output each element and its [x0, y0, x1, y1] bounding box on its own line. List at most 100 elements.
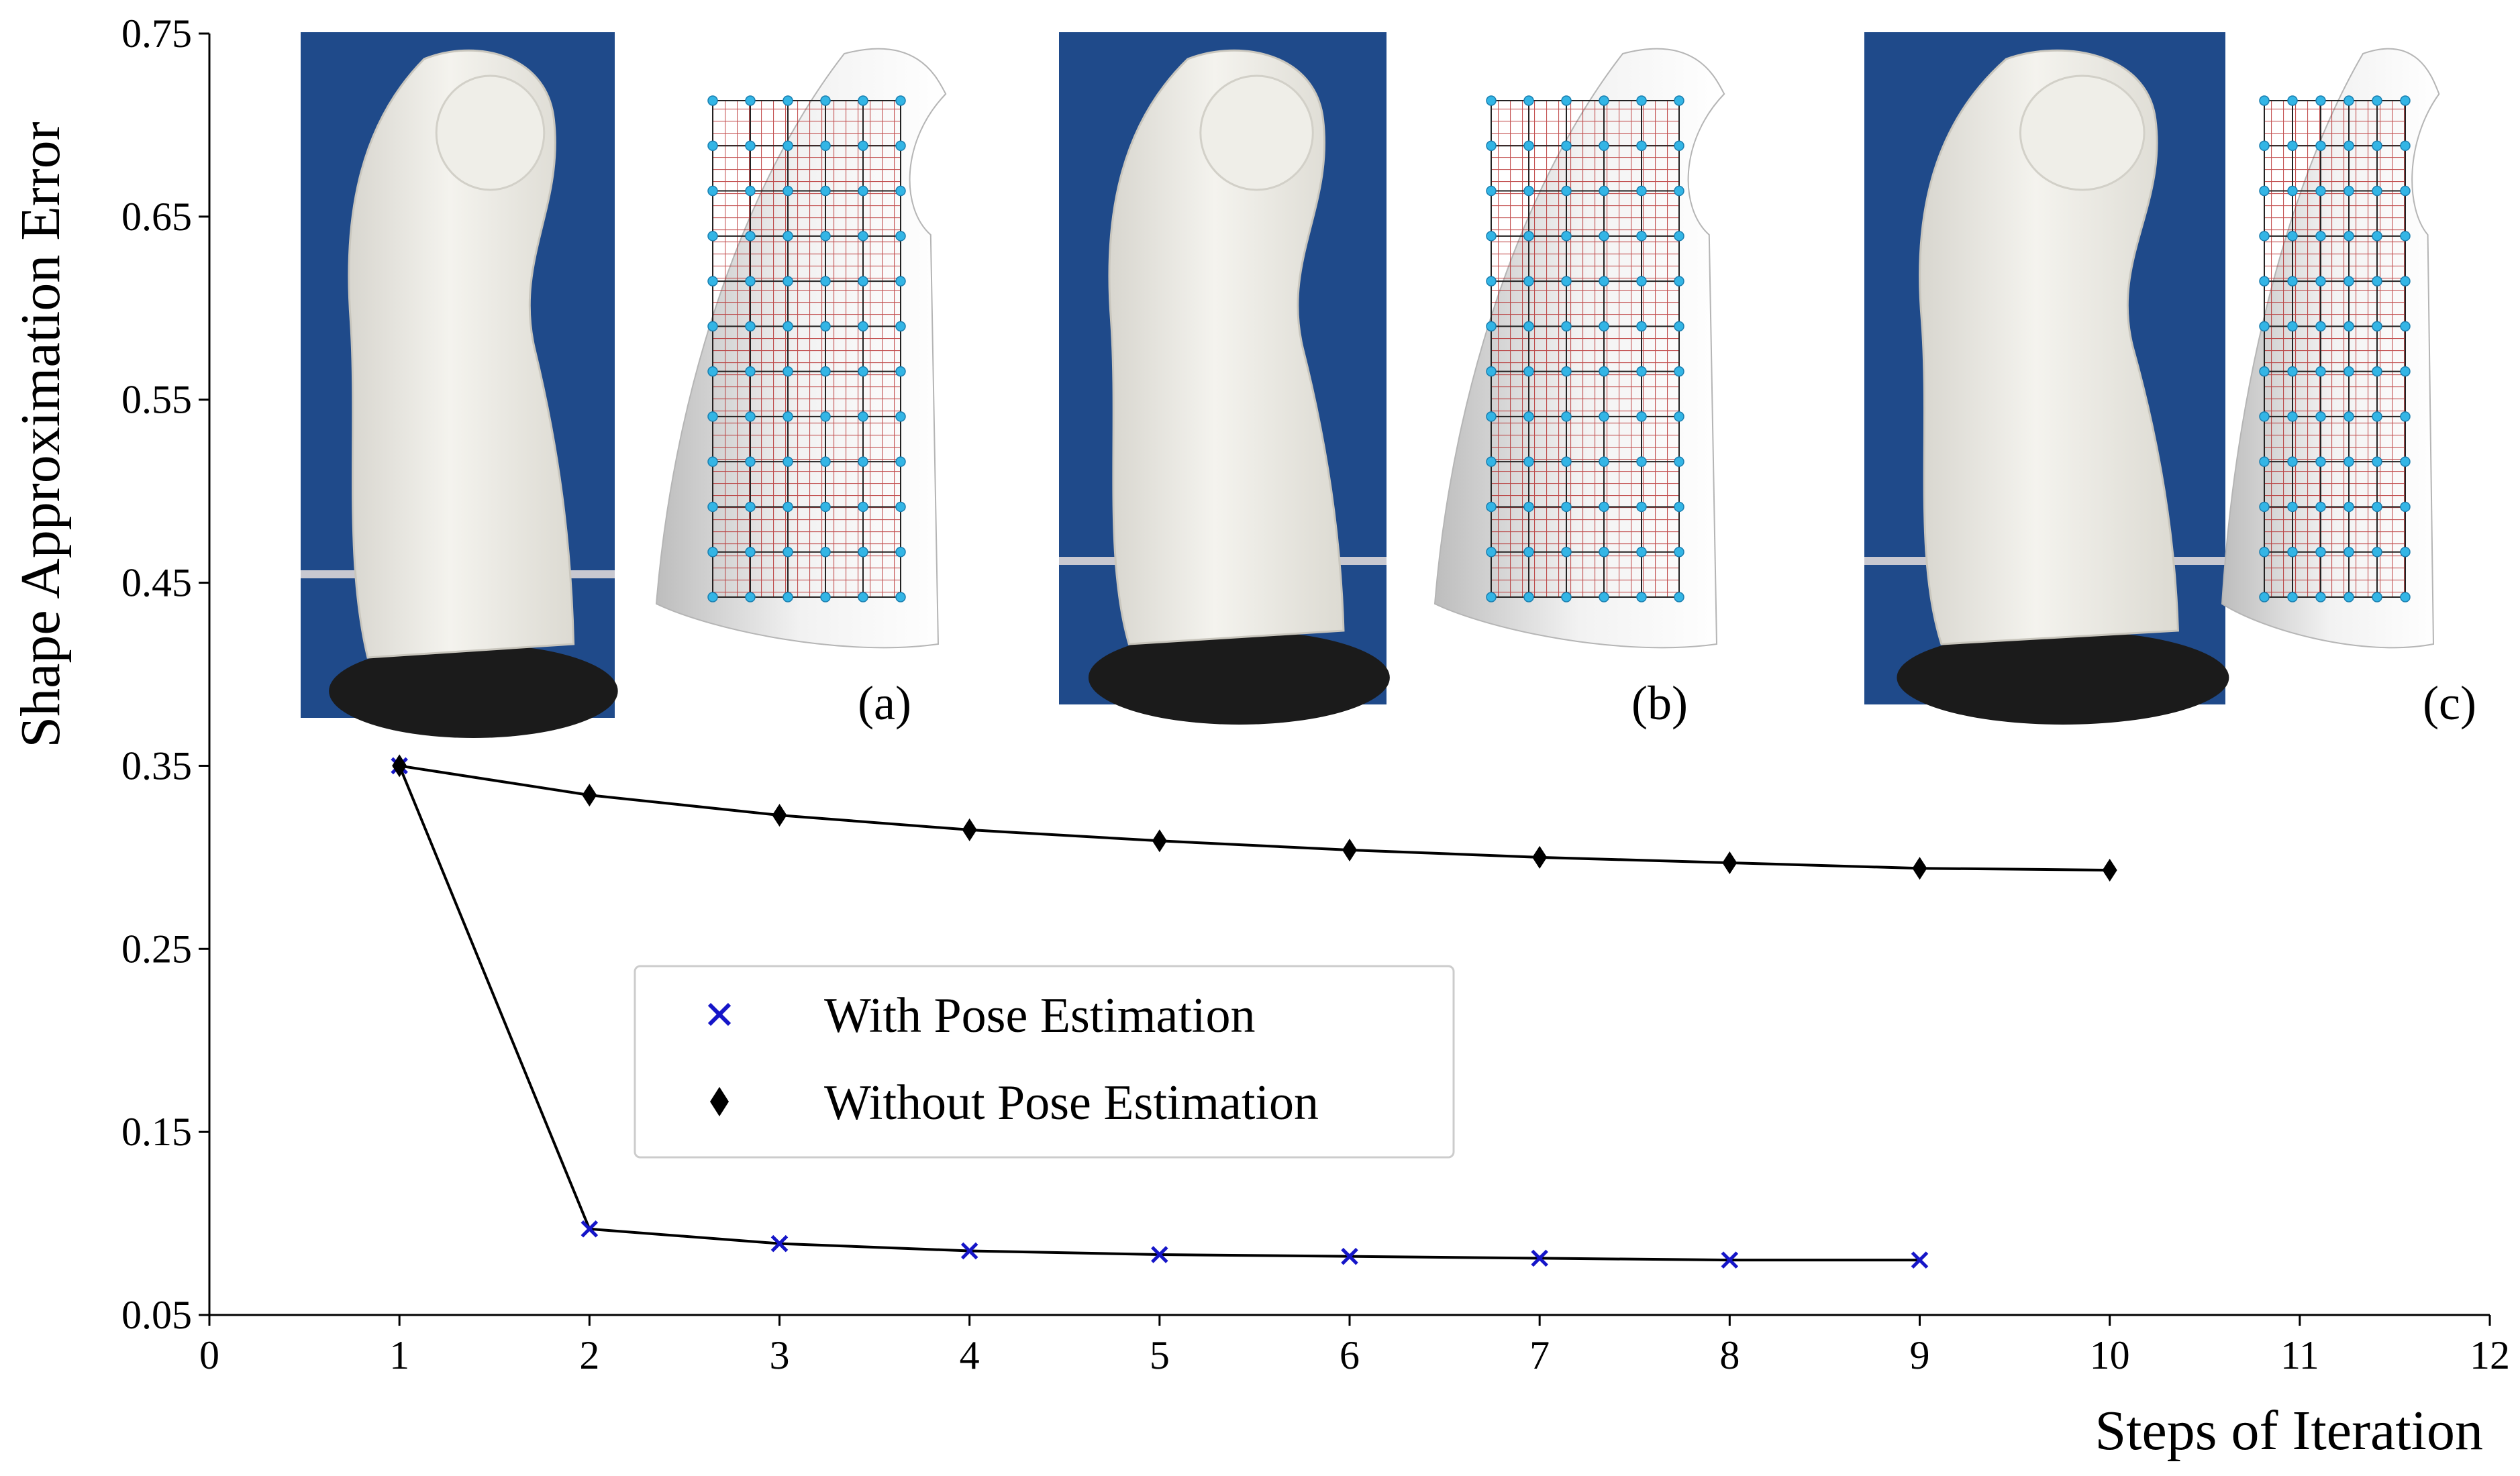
inset-control-point: [2343, 366, 2354, 377]
inset-control-point: [2287, 456, 2298, 467]
legend-x-marker: [707, 1002, 732, 1026]
inset-control-point: [2259, 546, 2270, 558]
inset-neck-opening: [2019, 74, 2146, 191]
inset-control-point: [1636, 321, 1647, 332]
inset-control-point: [2315, 366, 2326, 377]
inset-control-point: [783, 231, 793, 242]
inset-control-point: [2343, 411, 2354, 422]
inset-control-point: [858, 185, 868, 197]
legend-diamond-marker: [710, 1087, 729, 1116]
inset-control-point: [2315, 95, 2326, 106]
inset-control-point: [2400, 366, 2411, 377]
inset-control-point: [2287, 140, 2298, 152]
data-point-diamond-marker: [1532, 845, 1548, 869]
inset-control-point: [2372, 185, 2382, 197]
inset-control-point: [783, 95, 793, 106]
inset-control-point: [783, 185, 793, 197]
inset-control-point: [1599, 95, 1609, 106]
marker-stroke: [1341, 1247, 1358, 1265]
inset-control-point: [1636, 411, 1647, 422]
inset-control-point: [2287, 276, 2298, 286]
inset-control-point: [1486, 501, 1497, 513]
inset-control-point: [2343, 140, 2354, 152]
inset-control-point: [2372, 95, 2382, 106]
inset-control-point: [2259, 185, 2270, 197]
inset-control-point: [707, 185, 718, 197]
y-tick-label: 0.55: [121, 378, 192, 422]
inset-red-mesh: [1491, 101, 1679, 597]
inset-control-point: [820, 501, 831, 513]
inset-control-point: [745, 276, 756, 286]
inset-control-point: [1561, 546, 1572, 558]
inset-control-point: [895, 366, 906, 377]
inset-control-point: [1674, 140, 1684, 152]
x-tick-label: 10: [2090, 1333, 2130, 1377]
inset-control-point: [2343, 185, 2354, 197]
inset-label: (a): [858, 676, 911, 730]
inset-control-point: [707, 411, 718, 422]
inset-control-point: [745, 140, 756, 152]
inset-control-point: [2343, 456, 2354, 467]
x-tick-label: 4: [960, 1333, 980, 1377]
inset-control-point: [1523, 231, 1534, 242]
inset-control-point: [2343, 321, 2354, 332]
inset-red-mesh: [713, 101, 901, 597]
inset-control-point: [1523, 185, 1534, 197]
inset-control-point: [858, 546, 868, 558]
marker-stroke: [581, 1220, 599, 1238]
inset-control-point: [895, 140, 906, 152]
data-point-x-marker: [1721, 1251, 1739, 1269]
inset-control-point: [1561, 276, 1572, 286]
inset-control-point: [745, 456, 756, 467]
inset-control-point: [2400, 592, 2411, 602]
inset-control-point: [1636, 276, 1647, 286]
data-point-x-marker: [1341, 1247, 1358, 1265]
inset-pedestal: [329, 644, 618, 738]
inset-control-point: [1674, 185, 1684, 197]
inset-control-point: [745, 592, 756, 602]
inset-control-point: [2287, 366, 2298, 377]
inset-control-points: [1486, 95, 1684, 602]
legend-label: With Pose Estimation: [824, 988, 1255, 1043]
inset-control-point: [2372, 276, 2382, 286]
inset-control-point: [783, 411, 793, 422]
inset-control-point: [820, 321, 831, 332]
inset-control-point: [745, 231, 756, 242]
inset-control-point: [1599, 456, 1609, 467]
data-point-x-marker: [1911, 1251, 1929, 1269]
inset-control-point: [895, 501, 906, 513]
inset-control-point: [895, 276, 906, 286]
x-tick-label: 12: [2470, 1333, 2510, 1377]
inset-control-point: [707, 456, 718, 467]
data-point-x-marker: [581, 1220, 599, 1238]
y-tick-label: 0.25: [121, 927, 192, 971]
inset-neck-opening: [435, 74, 546, 191]
x-axis-title: Steps of Iteration: [2095, 1400, 2483, 1462]
inset-control-point: [858, 231, 868, 242]
inset-control-point: [707, 95, 718, 106]
inset-control-point: [858, 366, 868, 377]
inset-control-point: [1523, 546, 1534, 558]
inset-control-point: [745, 321, 756, 332]
y-tick-label: 0.05: [121, 1293, 192, 1337]
inset-control-point: [1599, 546, 1609, 558]
inset-control-point: [1674, 456, 1684, 467]
inset-control-point: [2315, 185, 2326, 197]
inset-control-point: [1523, 276, 1534, 286]
y-tick-label: 0.35: [121, 743, 192, 788]
marker-stroke: [1151, 1246, 1168, 1263]
y-axis-title: Shape Approximation Error: [9, 121, 72, 747]
inset-control-point: [745, 185, 756, 197]
inset-label: (b): [1631, 676, 1688, 730]
inset-control-point: [2315, 501, 2326, 513]
inset-control-point: [2287, 95, 2298, 106]
inset-control-point: [820, 411, 831, 422]
x-tick-label: 1: [389, 1333, 409, 1377]
x-tick-label: 2: [579, 1333, 599, 1377]
inset-control-point: [707, 592, 718, 602]
inset-control-point: [2287, 231, 2298, 242]
inset-control-point: [1561, 456, 1572, 467]
inset-control-point: [820, 276, 831, 286]
data-point-diamond-marker: [392, 754, 407, 778]
